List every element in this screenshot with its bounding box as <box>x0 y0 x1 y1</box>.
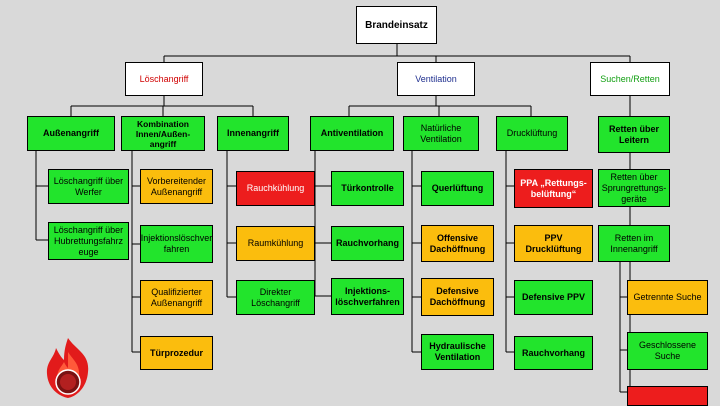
root-node: Brandeinsatz <box>356 6 437 44</box>
node-qualifizierter-aussenangriff: Qualifizierter Außenangriff <box>140 280 213 315</box>
node-vorbereitender-aussenangriff: Vorbereitender Außenangriff <box>140 169 213 204</box>
node-antiventilation: Antiventilation <box>310 116 394 151</box>
node-ppv-druckluftung: PPV Drucklüftung <box>514 225 593 262</box>
node-natuerliche-ventilation: Natürliche Ventilation <box>403 116 479 151</box>
node-rauchvorhang-druck: Rauchvorhang <box>514 336 593 370</box>
node-direkter-loeschangriff: Direkter Löschangriff <box>236 280 315 315</box>
node-querlueftung: Querlüftung <box>421 171 494 206</box>
node-tuerprozedur: Türprozedur <box>140 336 213 370</box>
node-defensive-ppv: Defensive PPV <box>514 280 593 315</box>
node-aussenangriff: Außenangriff <box>27 116 115 151</box>
node-injektionsloeschverfahren: Injektionslöschver fahren <box>140 225 213 263</box>
node-kombination: Kombination Innen/Außen-angriff <box>121 116 205 151</box>
category-loeschangriff: Löschangriff <box>125 62 203 96</box>
node-rauchvorhang-anti: Rauchvorhang <box>331 226 404 261</box>
node-defensive-dachoeffnung: Defensive Dachöffnung <box>421 278 494 316</box>
category-suchen-retten: Suchen/Retten <box>590 62 670 96</box>
node-retten-leitern: Retten über Leitern <box>598 116 670 153</box>
node-offensive-dachoeffnung: Offensive Dachöffnung <box>421 225 494 262</box>
node-raumkuehlung: Raumkühlung <box>236 226 315 261</box>
node-druckluftung: Drucklüftung <box>496 116 568 151</box>
node-retten-sprungrettung: Retten über Sprungrettungs-geräte <box>598 169 670 207</box>
node-getrennte-suche: Getrennte Suche <box>627 280 708 315</box>
node-injektions-loeschverfahren: Injektions-löschverfahren <box>331 278 404 315</box>
node-rauchkuehlung: Rauchkühlung <box>236 171 315 206</box>
node-innenangriff: Innenangriff <box>217 116 289 151</box>
node-retten-innenangriff: Retten im Innenangriff <box>598 225 670 262</box>
node-hydraulische-ventilation: Hydraulische Ventilation <box>421 334 494 370</box>
node-ppa-rettungsbelueftung: PPA „Rettungs-belüftung“ <box>514 169 593 208</box>
fire-logo-icon <box>46 338 89 398</box>
category-ventilation: Ventilation <box>397 62 475 96</box>
node-loeschangriff-hubrettung: Löschangriff über Hubrettungsfahrz euge <box>48 222 129 260</box>
node-partial-red <box>627 386 708 406</box>
node-geschlossene-suche: Geschlossene Suche <box>627 332 708 370</box>
node-tuerkontrolle: Türkontrolle <box>331 171 404 206</box>
node-loeschangriff-werfer: Löschangriff über Werfer <box>48 169 129 204</box>
